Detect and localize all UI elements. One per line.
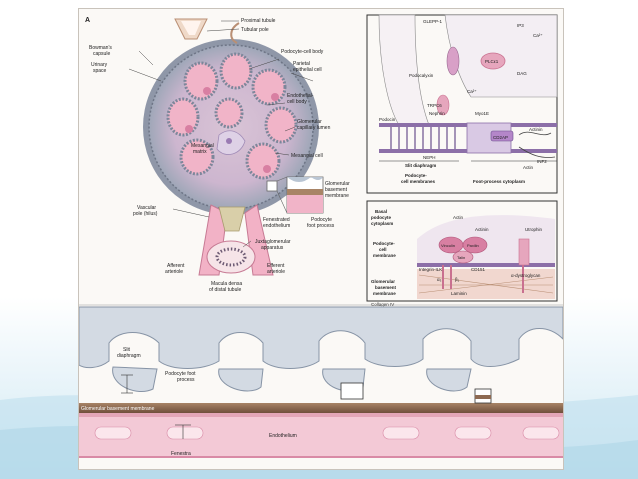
- label-juxtaglomerular: Juxtaglomerular: [255, 239, 291, 245]
- gbm-magnifier: [266, 176, 324, 214]
- label-efferent: Efferent: [267, 263, 285, 269]
- panel-b-magnifiers: [340, 382, 492, 404]
- label-gbm-band: Glomerular basement membrane: [81, 406, 155, 412]
- label-endothelium: Endothelium: [269, 433, 297, 439]
- label-nephrin: Nephrin: [429, 111, 445, 116]
- inset-focal-adhesion: [366, 200, 558, 302]
- label-beta1: β₁: [455, 277, 460, 282]
- label-tubular-pole: Tubular pole: [241, 27, 269, 33]
- label-gbm-b: Glomerular: [371, 279, 395, 284]
- label-podocyte-foot-2: foot process: [307, 223, 335, 229]
- glomerulus-diagram: A: [79, 14, 563, 458]
- label-pcm: Podocyte-: [373, 241, 395, 246]
- proximal-tubule: [174, 18, 240, 44]
- label-afferent-2: arteriole: [165, 269, 183, 275]
- label-paxilin: Paxilin: [467, 243, 479, 248]
- label-slit-diaphragm: Slit diaphragm: [405, 163, 436, 168]
- label-parietal-cell-2: epithelial cell: [293, 67, 322, 73]
- label-collagen: Collagen IV: [371, 302, 394, 307]
- label-cd2ap: CD2AP: [493, 135, 508, 140]
- label-pcm-2: cell: [379, 247, 387, 252]
- label-actin: Actin: [523, 165, 534, 170]
- label-juxtaglomerular-2: apparatus: [261, 245, 284, 251]
- label-glomerular-lumen: Glomerular: [297, 119, 322, 125]
- label-dystroglycan: α-dystroglycan: [511, 273, 541, 278]
- mesangial-matrix: [216, 130, 246, 155]
- label-fenestra: Fenestra: [171, 451, 191, 457]
- label-basal: Basal: [375, 209, 387, 214]
- label-mesangial-cell: Mesangial cell: [291, 153, 323, 159]
- label-inf2: INF2: [537, 159, 547, 164]
- capillary-loops: [166, 52, 298, 180]
- label-proximal-tubule: Proximal tubule: [241, 18, 276, 24]
- endothelium: [79, 413, 563, 458]
- label-integrin: Integrin-ILK: [419, 267, 442, 272]
- label-pcm-3: membrane: [373, 253, 396, 258]
- label-alpha3: α₃: [437, 277, 442, 282]
- label-gbm-b-3: membrane: [373, 291, 396, 296]
- label-bowmans-capsule-2: capsule: [93, 51, 110, 57]
- label-actinin: Actinin: [529, 127, 543, 132]
- label-utrophin: Utrophin: [525, 227, 543, 232]
- medical-figure: A: [78, 8, 564, 470]
- label-foot-2: process: [177, 377, 195, 383]
- label-macula-densa-2: of distal tubule: [209, 287, 241, 293]
- label-glomerular-lumen-2: capillary lumen: [297, 125, 331, 131]
- label-neph: NEPH: [423, 155, 436, 160]
- label-basal-3: cytoplasm: [371, 221, 393, 226]
- label-fenestrated-2: endothelium: [263, 223, 290, 229]
- label-glepp1: GLEPP-1: [423, 19, 443, 24]
- panel-a-leaders: [128, 20, 314, 248]
- label-foot-process-cytoplasm: Foot-process cytoplasm: [473, 179, 525, 184]
- label-foot: Podocyte foot: [165, 371, 196, 377]
- label-podocyte-membranes-2: cell membranes: [401, 179, 436, 184]
- panel-b-leaders: [121, 374, 191, 439]
- label-urinary-space-2: space: [93, 68, 107, 74]
- panel-a-letter: A: [85, 17, 90, 24]
- label-bowmans-capsule: Bowman's: [89, 45, 112, 51]
- label-actinin-b: Actinin: [475, 227, 489, 232]
- label-ca2-mid: Ca²⁺: [467, 89, 477, 94]
- label-basal-2: podocyte: [371, 215, 391, 220]
- label-gbm-3: membrane: [325, 193, 349, 199]
- label-podocyte-cell-body: Podocyte-cell body: [281, 49, 324, 55]
- label-podocalyxin: Podocalyxin: [409, 73, 434, 78]
- label-parietal-cell: Parietal: [293, 61, 310, 67]
- label-cd151: CD151: [471, 267, 486, 272]
- label-macula-densa: Macula densa: [211, 281, 242, 287]
- label-ca2-top: Ca²⁺: [533, 33, 543, 38]
- label-efferent-2: arteriole: [267, 269, 285, 275]
- label-slit: Slit: [123, 347, 131, 353]
- label-vascular-pole-2: pole (hilus): [133, 211, 158, 217]
- label-endothelial-cell-2: cell body: [287, 99, 307, 105]
- label-dag: DAG: [517, 71, 527, 76]
- label-podocyte-membranes: Podocyte-: [405, 173, 427, 178]
- label-ip3: IP3: [517, 23, 524, 28]
- label-podocyte-foot: Podocyte: [311, 217, 332, 223]
- label-urinary-space: Urinary: [91, 62, 108, 68]
- label-endothelial-cell: Endothelial-: [287, 93, 314, 99]
- label-slit-2: diaphragm: [117, 353, 141, 359]
- label-vascular-pole: Vascular: [137, 205, 156, 211]
- label-podocin: Podocin: [379, 117, 396, 122]
- label-mesangial-matrix-2: matrix: [193, 149, 207, 155]
- label-plce1: PLCε1: [485, 59, 499, 64]
- label-afferent: Afferent: [167, 263, 185, 269]
- label-vinculin: Vinculin: [441, 243, 455, 248]
- label-laminin: Laminin: [451, 291, 467, 296]
- label-gbm-2: basement: [325, 187, 348, 193]
- label-myo1e: Myo1E: [475, 111, 489, 116]
- inset-slit-diaphragm: [366, 14, 558, 194]
- label-talin: Talin: [457, 255, 465, 260]
- label-gbm-b-2: basement: [375, 285, 397, 290]
- label-mesangial-matrix: Mesangial: [191, 143, 214, 149]
- label-gbm: Glomerular: [325, 181, 350, 187]
- macula-densa: [206, 240, 256, 274]
- gbm-band: [79, 403, 563, 413]
- label-actin-b: Actin: [453, 215, 464, 220]
- label-fenestrated: Fenestrated: [263, 217, 290, 223]
- label-trpc6: TRPC6: [427, 103, 442, 108]
- podocyte-foot-processes: [79, 306, 563, 393]
